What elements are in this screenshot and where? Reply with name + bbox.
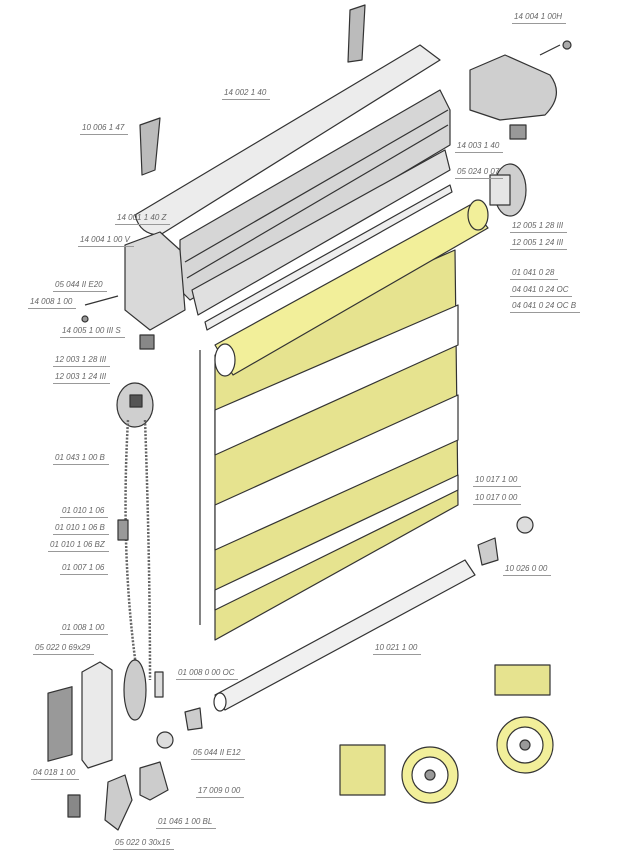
label-01-007-1-06: 01 007 1 06 — [60, 563, 109, 575]
cassette-cover — [134, 44, 441, 236]
label-04-018-1-00: 04 018 1 00 — [31, 768, 80, 780]
label-04-041-0-24-oc: 04 041 0 24 OC — [510, 285, 573, 297]
profile-bottom — [191, 149, 451, 316]
label-12-005-1-28-iii: 12 005 1 28 III — [510, 221, 568, 233]
label-17-009-0-00: 17 009 0 00 — [196, 786, 245, 798]
label-01-043-1-00-b: 01 043 1 00 B — [53, 453, 109, 465]
label-05-022-0-30x15: 05 022 0 30x15 — [113, 838, 175, 850]
label-01-010-1-06-b: 01 010 1 06 B — [53, 523, 109, 535]
label-14-004-1-00h: 14 004 1 00H — [512, 12, 567, 24]
label-12-003-1-24-iii: 12 003 1 24 III — [53, 372, 111, 384]
tape-69 — [47, 686, 73, 762]
label-01-010-1-06: 01 010 1 06 — [60, 506, 109, 518]
label-12-005-1-24-iii: 12 005 1 24 III — [510, 238, 568, 250]
label-10-006-1-47: 10 006 1 47 — [80, 123, 129, 135]
label-10-017-1-00: 10 017 1 00 — [473, 475, 522, 487]
chain — [124, 419, 152, 681]
tension-device — [104, 774, 133, 831]
label-01-010-1-06-bz: 01 010 1 06 BZ — [48, 540, 109, 552]
bracket-right — [469, 54, 557, 121]
label-01-041-0-28: 01 041 0 28 — [510, 268, 559, 280]
chain-weight — [123, 659, 147, 721]
label-12-003-1-28-iii: 12 003 1 28 III — [53, 355, 111, 367]
label-05-044-ii-e20: 05 044 II E20 — [53, 280, 107, 292]
label-05-022-0-69x29: 05 022 0 69x29 — [33, 643, 95, 655]
label-05-044-ii-e12: 05 044 II E12 — [191, 748, 245, 760]
tension-plate — [81, 661, 113, 769]
label-10-026-0-00: 10 026 0 00 — [503, 564, 552, 576]
label-14-003-1-40: 14 003 1 40 — [455, 141, 504, 153]
label-14-004-1-00-v: 14 004 1 00 V — [78, 235, 134, 247]
clip-top-2 — [347, 4, 366, 63]
clip-holder — [139, 761, 169, 801]
label-04-041-0-24-oc-b: 04 041 0 24 OC B — [510, 301, 581, 313]
label-01-008-0-00-oc: 01 008 0 00 OC — [176, 668, 239, 680]
label-14-001-1-40-z: 14 001 1 40 Z — [115, 213, 171, 225]
strip — [204, 184, 453, 331]
label-14-005-1-00-iii-s: 14 005 1 00 III S — [60, 326, 125, 338]
label-14-008-1-00: 14 008 1 00 — [28, 297, 77, 309]
label-01-008-1-00: 01 008 1 00 — [60, 623, 109, 635]
label-10-017-0-00: 10 017 0 00 — [473, 493, 522, 505]
label-10-021-1-00: 10 021 1 00 — [373, 643, 422, 655]
bracket-left — [124, 231, 186, 331]
clip-top — [139, 117, 161, 176]
label-05-024-0-07: 05 024 0 07 — [455, 167, 504, 179]
label-01-046-1-00-bl: 01 046 1 00 BL — [156, 817, 217, 829]
label-14-002-1-40: 14 002 1 40 — [222, 88, 271, 100]
